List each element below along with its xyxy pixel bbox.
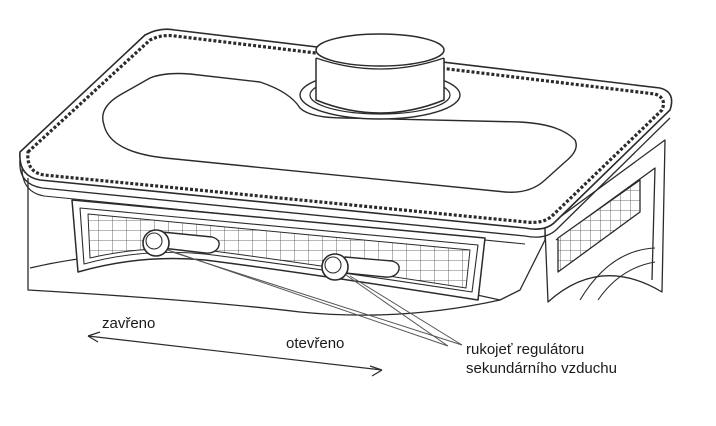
- side-grille: [557, 179, 641, 273]
- cooking-plate: [102, 72, 577, 193]
- handle-knob-left: [142, 229, 170, 257]
- handle-slot-right: [344, 256, 400, 278]
- leader-lines: [167, 249, 463, 347]
- label-handle-line2: sekundárního vzduchu: [466, 360, 617, 377]
- label-open: otevřeno: [286, 335, 345, 352]
- direction-arrow: [87, 331, 383, 377]
- label-handle: rukojeť regulátoru sekundárního vzduchu: [466, 340, 617, 378]
- flue-top: [315, 33, 445, 67]
- label-closed: zavřeno: [102, 315, 156, 332]
- handle-slot-left: [161, 231, 220, 254]
- label-handle-line1: rukojeť regulátoru: [466, 341, 585, 358]
- flue-pipe: [315, 58, 445, 114]
- handle-knob-right: [321, 253, 349, 281]
- top-plate-border: [26, 33, 666, 224]
